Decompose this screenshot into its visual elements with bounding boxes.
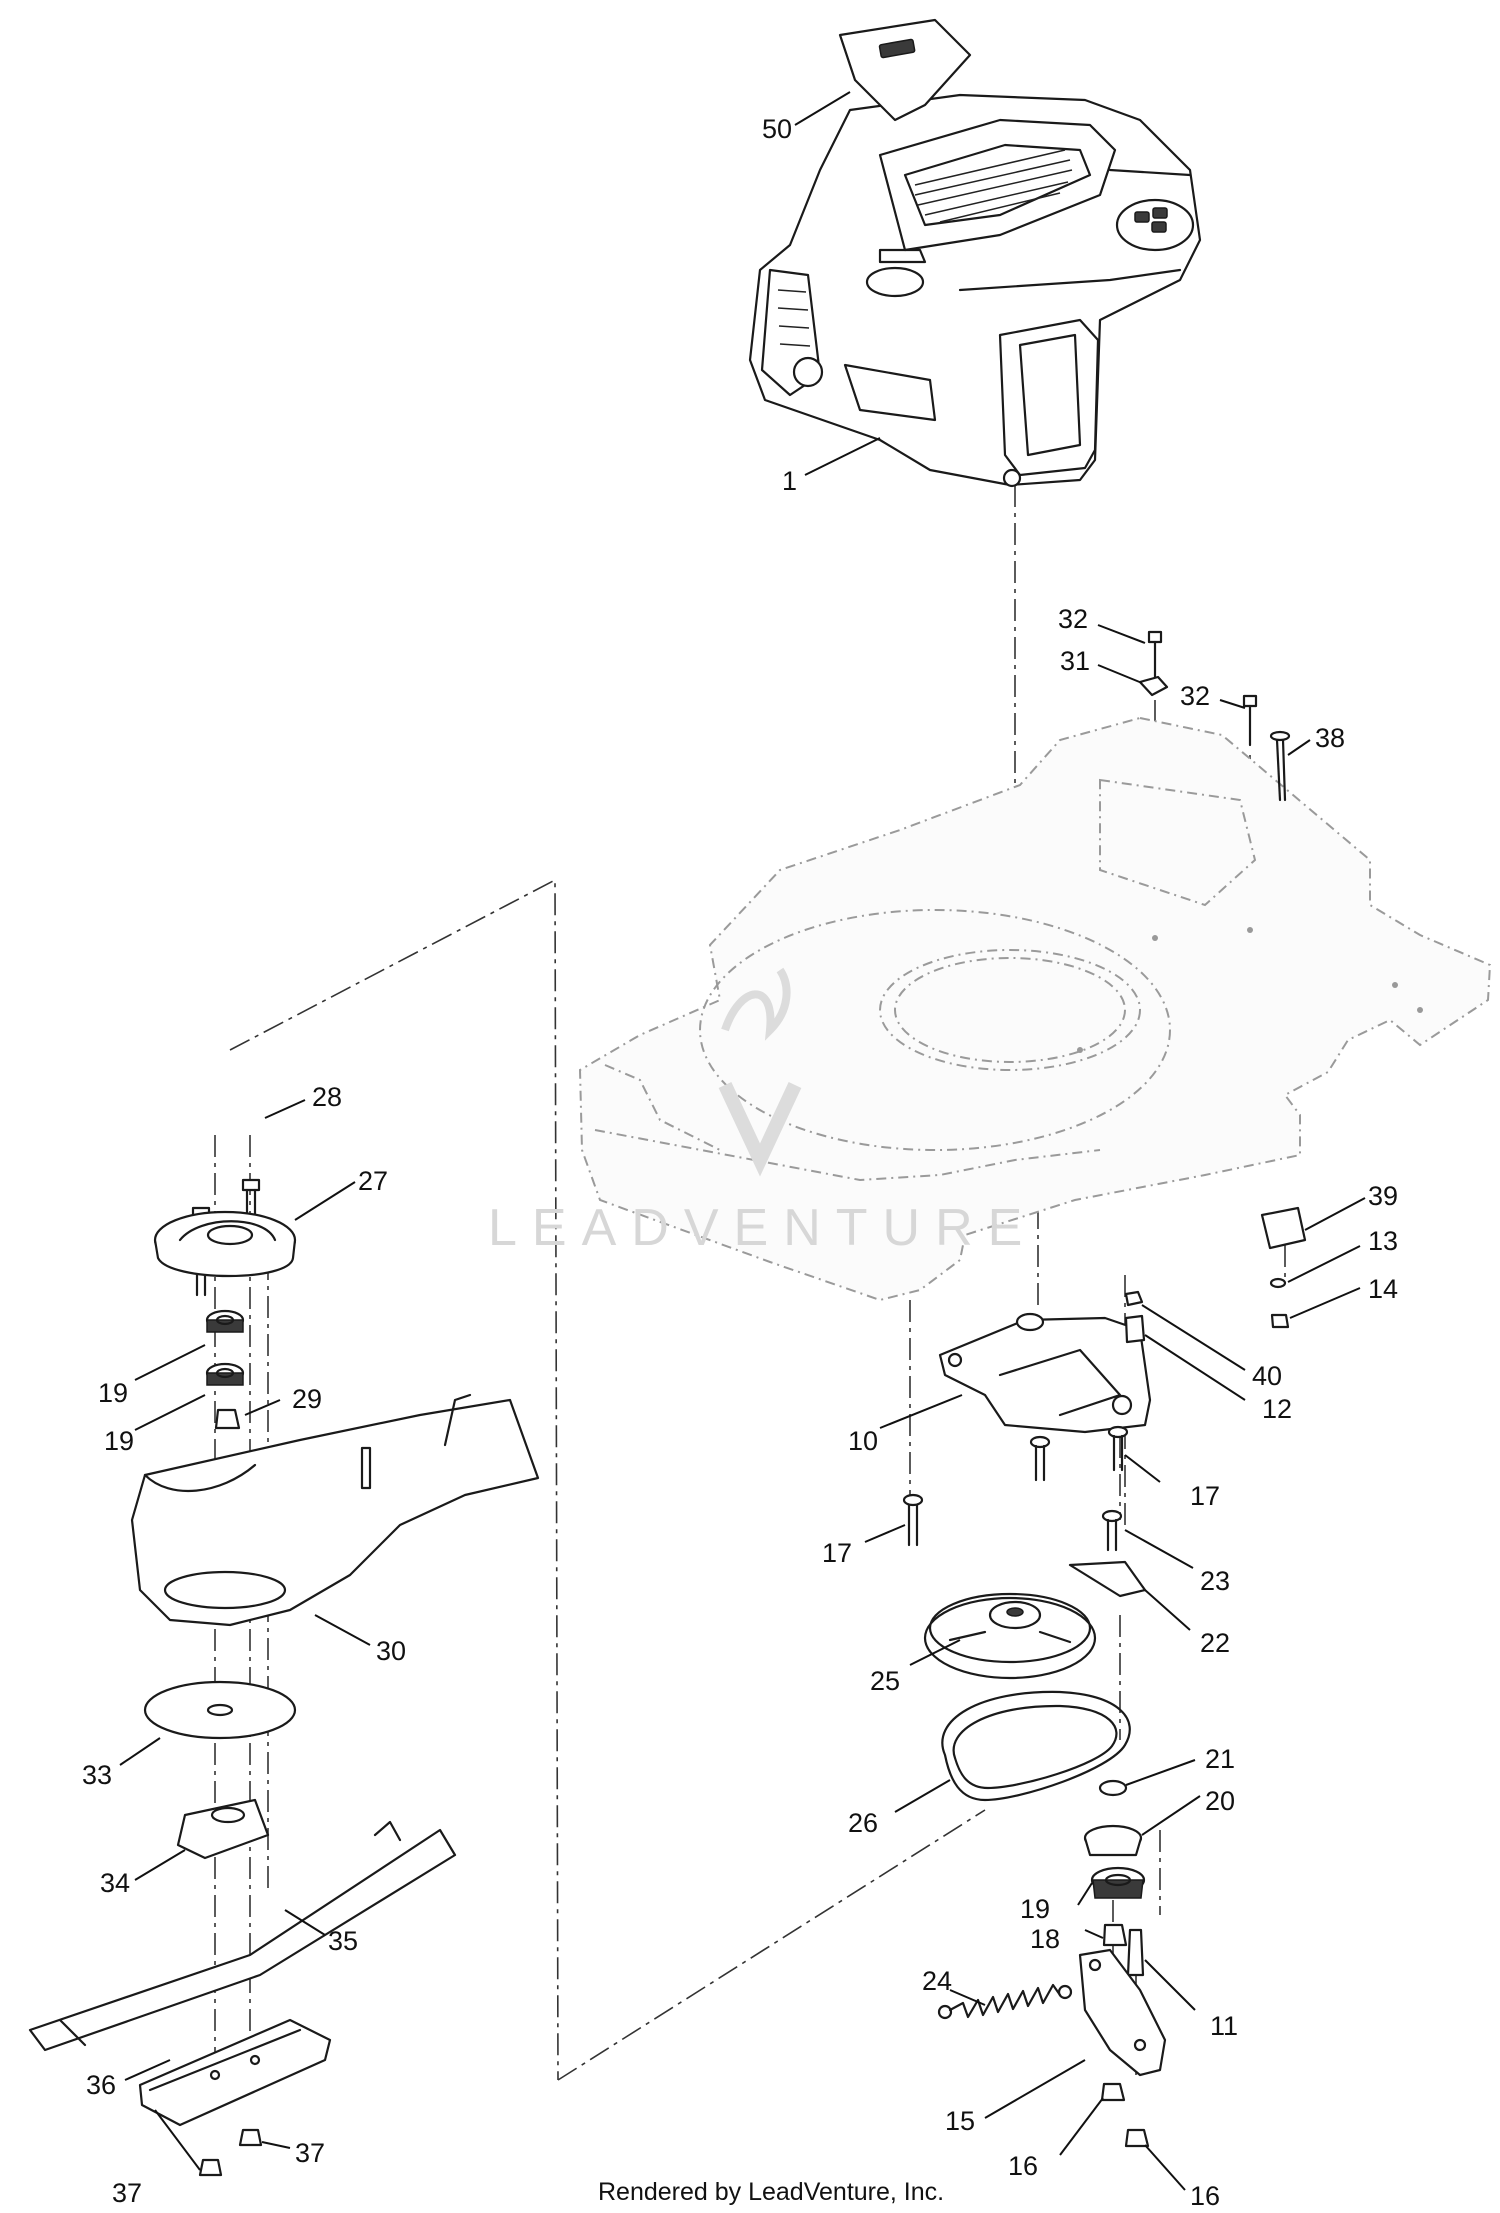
callout-25: 25 — [870, 1666, 900, 1696]
engine — [748, 18, 1202, 488]
callout-34: 34 — [100, 1868, 130, 1898]
mower-deck — [578, 716, 1492, 1302]
callout-31: 31 — [1060, 646, 1090, 676]
callout-50: 50 — [762, 114, 792, 144]
callout-20: 20 — [1205, 1786, 1235, 1816]
callout-28: 28 — [312, 1082, 342, 1112]
blade-stack — [28, 1178, 540, 2177]
callout-1: 1 — [782, 466, 797, 496]
callout-35: 35 — [328, 1926, 358, 1956]
callout-36: 36 — [86, 2070, 116, 2100]
drive-pulley-and-belt — [923, 1509, 1167, 2148]
callout-19: 19 — [1020, 1894, 1050, 1924]
callout-18: 18 — [1030, 1924, 1060, 1954]
callout-37: 37 — [112, 2178, 142, 2208]
watermark-text: LEADVENTURE — [488, 1199, 1037, 1257]
callout-13: 13 — [1368, 1226, 1398, 1256]
callout-32: 32 — [1180, 681, 1210, 711]
callout-29: 29 — [292, 1384, 322, 1414]
callout-32: 32 — [1058, 604, 1088, 634]
callout-17: 17 — [1190, 1481, 1220, 1511]
callout-40: 40 — [1252, 1361, 1282, 1391]
callout-16: 16 — [1008, 2151, 1038, 2181]
callout-14: 14 — [1368, 1274, 1398, 1304]
callout-22: 22 — [1200, 1628, 1230, 1658]
callout-27: 27 — [358, 1166, 388, 1196]
callout-labels: 50 1 32 31 32 38 28 27 19 19 29 30 33 34… — [82, 114, 1398, 2211]
callout-17: 17 — [822, 1538, 852, 1568]
callout-16: 16 — [1190, 2181, 1220, 2211]
callout-15: 15 — [945, 2106, 975, 2136]
deck-fasteners — [1138, 630, 1291, 802]
callout-30: 30 — [376, 1636, 406, 1666]
watermark: LEADVENTURE — [488, 967, 1037, 1257]
callout-24: 24 — [922, 1966, 952, 1996]
callout-38: 38 — [1315, 723, 1345, 753]
callout-11: 11 — [1210, 2011, 1238, 2041]
footer-credit: Rendered by LeadVenture, Inc. — [598, 2178, 944, 2206]
callout-19: 19 — [98, 1378, 128, 1408]
callout-19: 19 — [104, 1426, 134, 1456]
callout-26: 26 — [848, 1808, 878, 1838]
callout-39: 39 — [1368, 1181, 1398, 1211]
callout-21: 21 — [1205, 1744, 1235, 1774]
callout-37: 37 — [295, 2138, 325, 2168]
callout-12: 12 — [1262, 1394, 1292, 1424]
callout-33: 33 — [82, 1760, 112, 1790]
callout-23: 23 — [1200, 1566, 1230, 1596]
idler-bracket-assembly — [902, 1206, 1307, 1547]
leader-lines — [119, 91, 1366, 2191]
callout-10: 10 — [848, 1426, 878, 1456]
